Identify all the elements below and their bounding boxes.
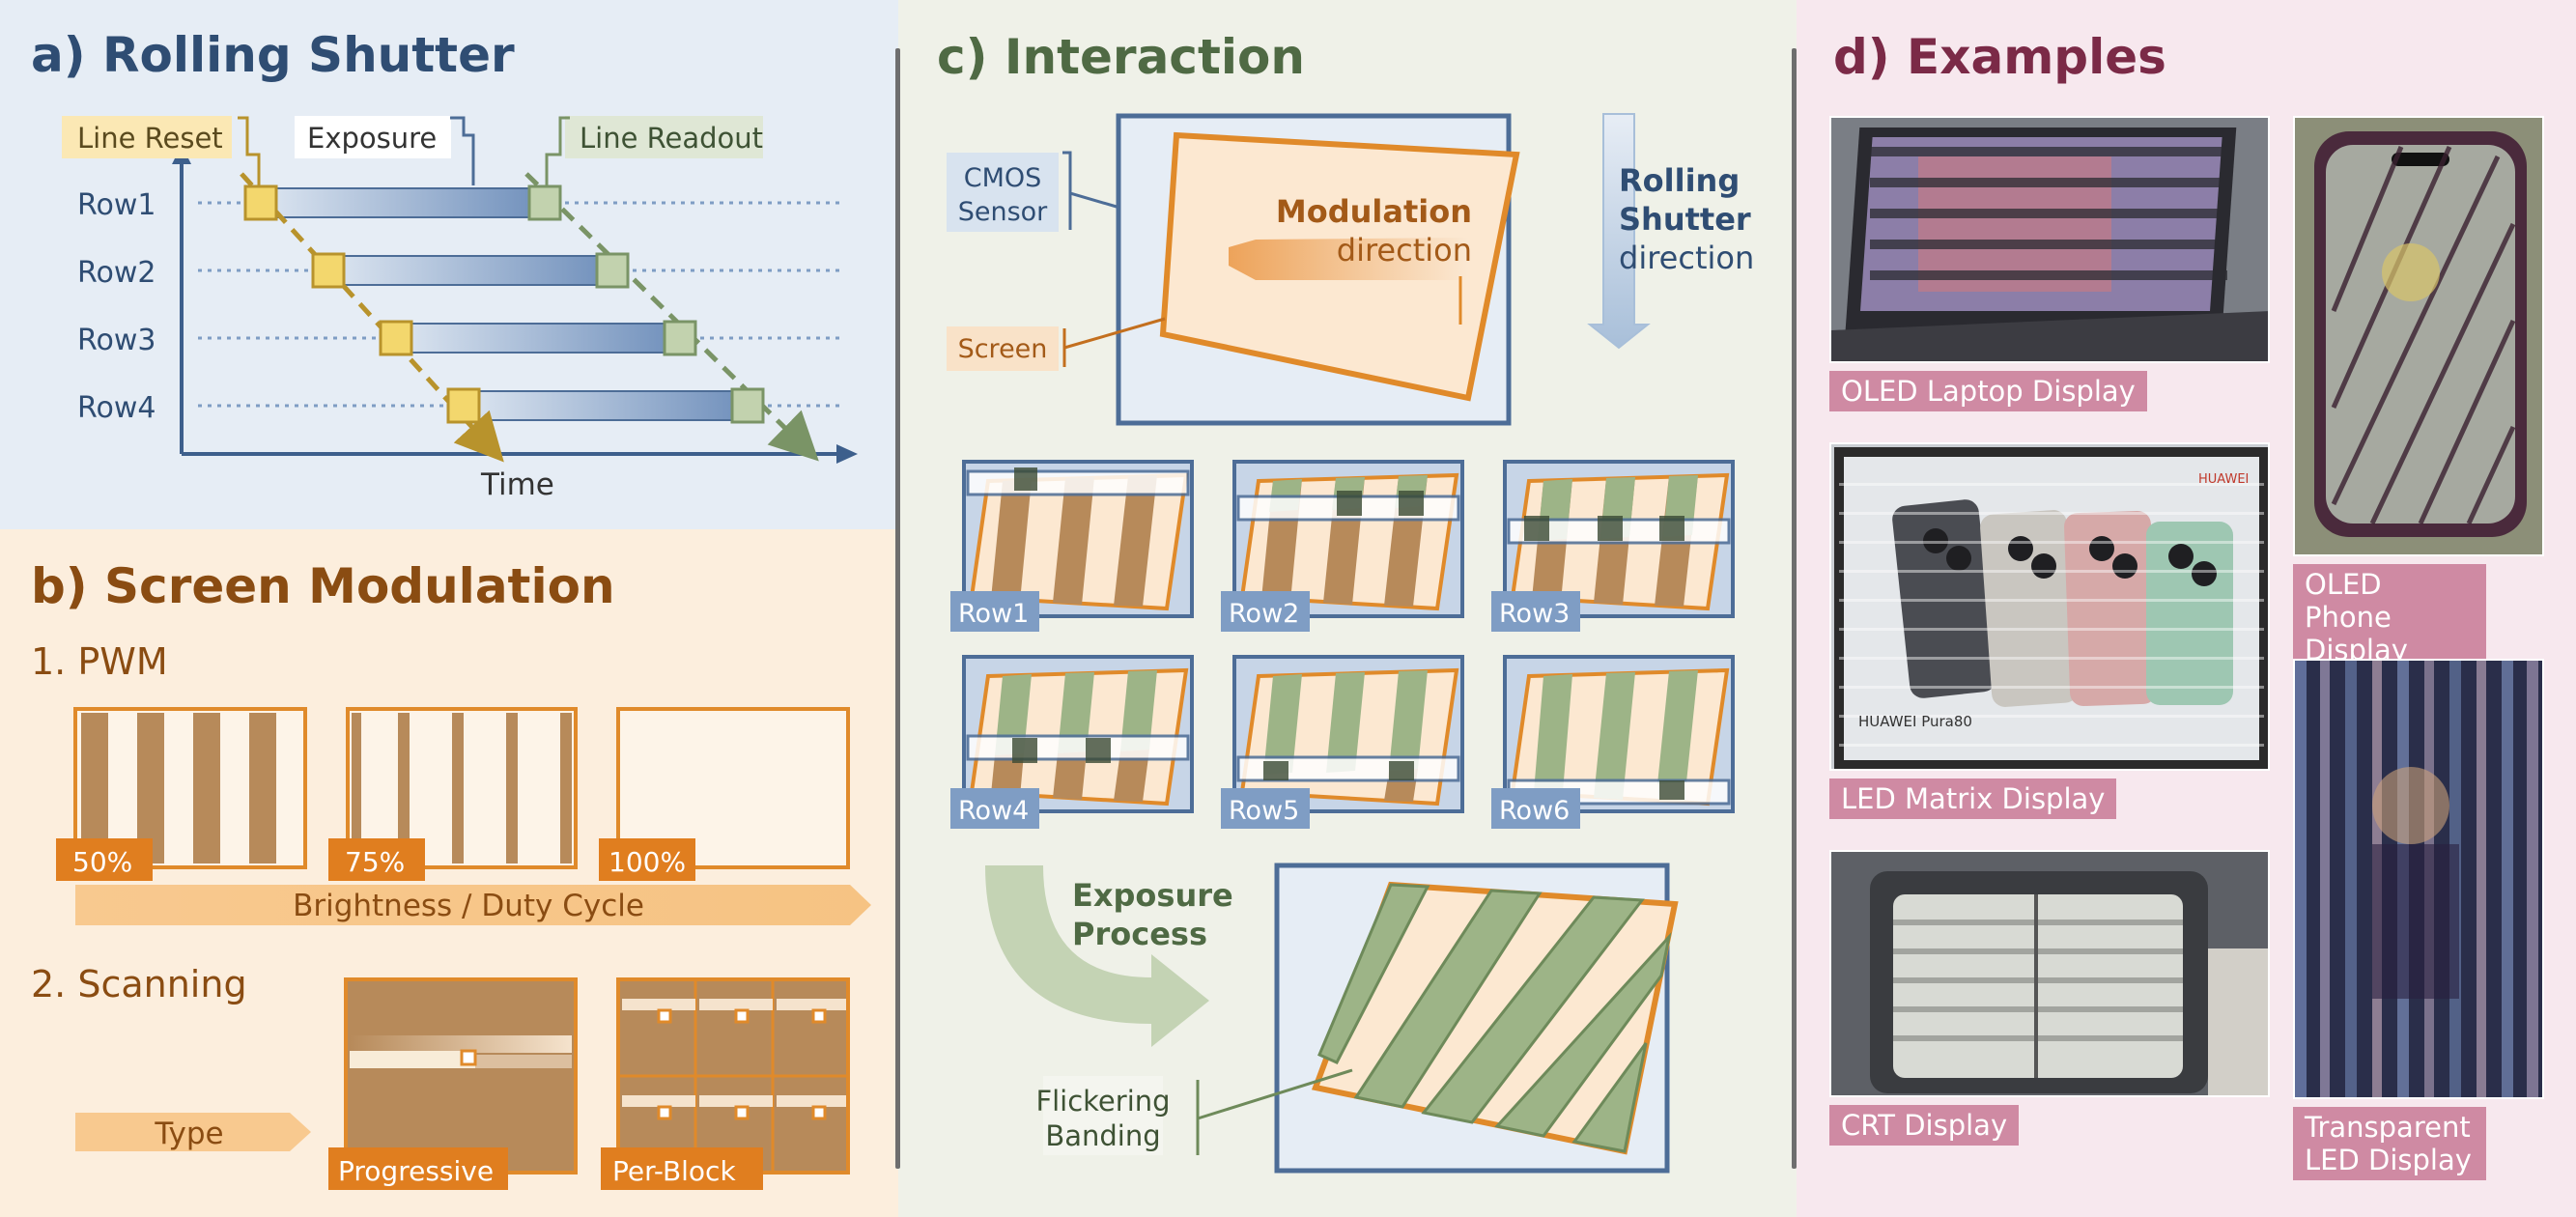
huawei-product-text: HUAWEI Pura80 xyxy=(1858,713,1972,730)
row-label: Row3 xyxy=(77,324,156,357)
per-block-label: Per-Block xyxy=(612,1155,736,1187)
process-label: Process xyxy=(1072,916,1207,952)
grid-row-label: Row6 xyxy=(1499,796,1570,826)
shutter-label: Shutter xyxy=(1619,201,1751,238)
scanning-heading: 2. Scanning xyxy=(31,963,247,1005)
huawei-logo-text: HUAWEI xyxy=(2198,472,2249,487)
screen-label: Screen xyxy=(958,334,1048,364)
grid-row-label: Row3 xyxy=(1499,599,1570,629)
cmos-label: CMOS xyxy=(964,163,1042,193)
panel-rolling-shutter: a) Rolling Shutter xyxy=(0,0,898,529)
caption-led-matrix: LED Matrix Display xyxy=(1829,778,2117,819)
exposure-bar-row4 xyxy=(463,390,750,421)
direction-label: direction xyxy=(1337,232,1472,269)
rolling-shutter-arrow xyxy=(1587,113,1651,350)
grid-row-label: Row1 xyxy=(958,599,1029,629)
grid-cell-row4 xyxy=(962,655,1194,813)
row-label: Row1 xyxy=(77,188,156,222)
exposure-bar-row1 xyxy=(260,187,547,218)
modulation-label: Modulation xyxy=(1276,193,1472,230)
flickering-label: Flickering xyxy=(1035,1085,1170,1118)
progressive-scan-box xyxy=(344,977,578,1175)
caption-oled-phone: OLED Phone Display xyxy=(2293,564,2486,670)
exposure-label: Exposure xyxy=(307,122,437,155)
type-label: Type xyxy=(154,1117,223,1151)
brightness-arrow xyxy=(75,885,871,925)
crt-photo xyxy=(1829,850,2270,1097)
time-axis-label: Time xyxy=(480,467,554,502)
caption-transparent-led: Transparent LED Display xyxy=(2293,1107,2486,1180)
row-label: Row2 xyxy=(77,256,156,290)
caption-crt: CRT Display xyxy=(1829,1105,2020,1146)
oled-phone-photo xyxy=(2293,116,2544,556)
caption-oled-laptop: OLED Laptop Display xyxy=(1829,371,2147,411)
separator xyxy=(1792,48,1797,1169)
exposure-bar-row2 xyxy=(327,255,614,286)
duty-label: 50% xyxy=(72,846,132,878)
grid-cell-row1 xyxy=(962,460,1194,618)
duty-label: 75% xyxy=(345,846,405,878)
grid-row-label: Row2 xyxy=(1229,599,1299,629)
panel-d-title: d) Examples xyxy=(1833,29,2166,85)
rolling-label: Rolling xyxy=(1619,162,1740,199)
panel-c-title: c) Interaction xyxy=(937,29,1305,85)
banding-label: Banding xyxy=(1045,1119,1160,1152)
modulation-arrow xyxy=(1229,238,1468,280)
panel-interaction: c) Interaction Modulation direction CMOS… xyxy=(898,0,1797,1217)
grid-cell-row3 xyxy=(1503,460,1735,618)
type-arrow xyxy=(75,1113,311,1151)
screen-modulation-diagram: 1. PWM 50% 75% 100% Brightness / Duty C xyxy=(31,640,871,1190)
shutter-direction-label: direction xyxy=(1619,240,1754,276)
exposure-bar-row3 xyxy=(395,323,682,354)
oled-laptop-photo xyxy=(1829,116,2270,363)
separator xyxy=(895,48,900,1169)
exposure-process-arrow xyxy=(985,865,1209,1047)
exposure-process-label: Exposure xyxy=(1072,877,1233,914)
line-readout-label: Line Readout xyxy=(580,122,763,155)
sensor-label: Sensor xyxy=(958,197,1048,227)
panel-examples: d) Examples OLED Laptop Display xyxy=(1797,0,2576,1217)
panel-a-title: a) Rolling Shutter xyxy=(31,27,515,83)
panel-b-title: b) Screen Modulation xyxy=(31,558,615,614)
transparent-led-photo xyxy=(2293,659,2544,1099)
led-matrix-photo: HUAWEI HUAWEI Pura80 xyxy=(1829,442,2270,771)
interaction-diagram: Modulation direction CMOS Sensor Screen … xyxy=(947,113,1754,1174)
grid-cell-row2 xyxy=(1232,460,1464,618)
rolling-shutter-diagram: Line Reset Exposure Line Readout Row1 Ro… xyxy=(62,116,858,502)
grid-row-label: Row4 xyxy=(958,796,1029,826)
line-reset-label: Line Reset xyxy=(77,122,223,155)
progressive-label: Progressive xyxy=(338,1155,494,1187)
row-label: Row4 xyxy=(77,391,156,425)
grid-cell-row5 xyxy=(1232,655,1464,813)
duty-label: 100% xyxy=(609,846,686,878)
panel-screen-modulation: b) Screen Modulation 1. PWM xyxy=(0,529,898,1217)
grid-cell-row6 xyxy=(1503,655,1735,813)
grid-row-label: Row5 xyxy=(1229,796,1299,826)
per-block-scan-box xyxy=(616,977,850,1175)
pwm-heading: 1. PWM xyxy=(31,640,168,683)
banded-screen xyxy=(1311,881,1679,1155)
brightness-label: Brightness / Duty Cycle xyxy=(293,889,644,923)
